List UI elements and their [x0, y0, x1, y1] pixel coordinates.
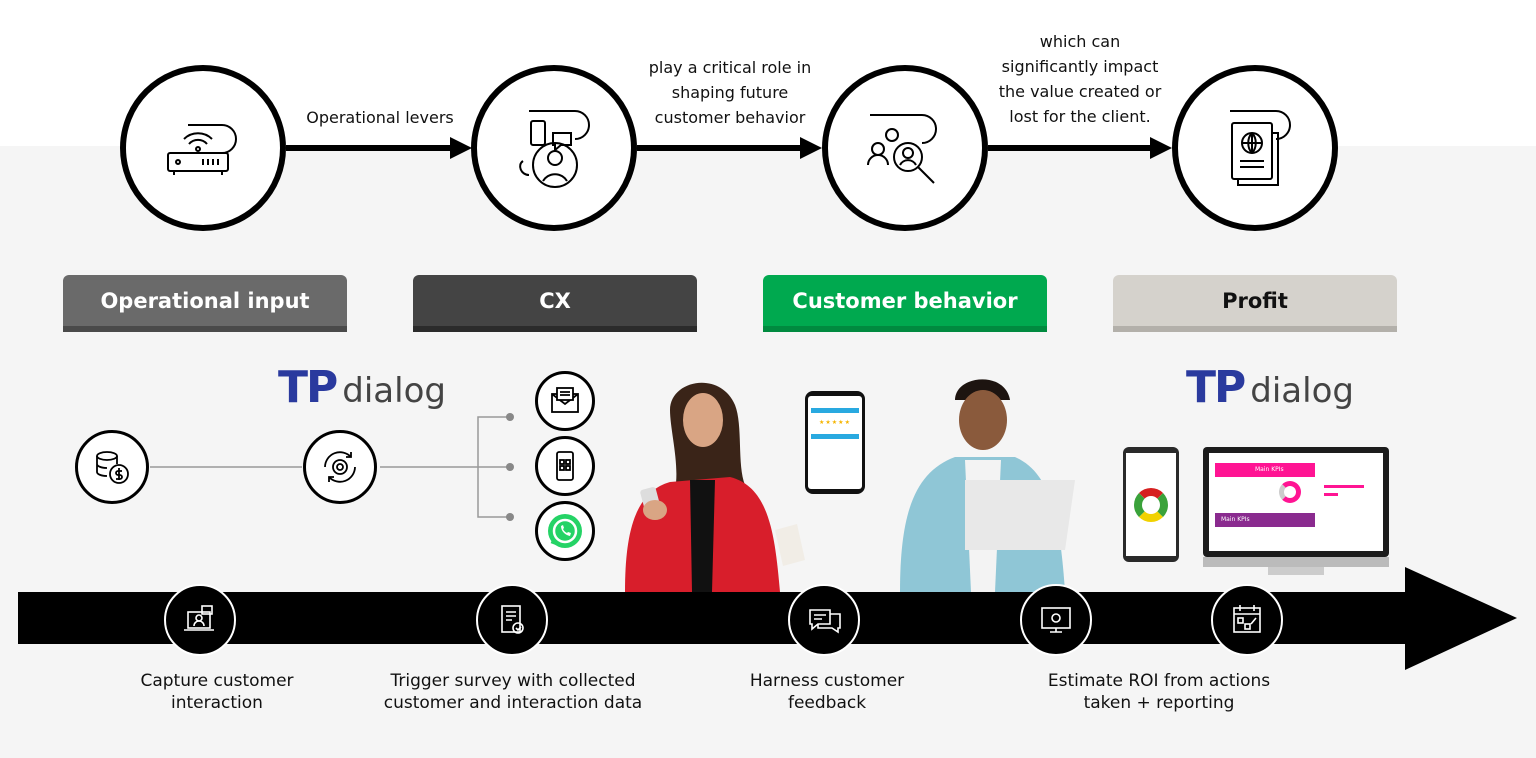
- stage-operational-input: Operational input: [63, 275, 347, 332]
- text-line: interaction: [171, 693, 263, 713]
- data-cost-icon-circle: [75, 430, 149, 504]
- customer-analysis-icon-circle: [822, 65, 988, 231]
- monitor-stand: [1268, 567, 1324, 575]
- logo-dialog: dialog: [1250, 371, 1354, 411]
- flow-arrows: [286, 137, 1172, 159]
- text-line: significantly impact: [1001, 57, 1159, 76]
- survey-document-icon: [476, 584, 548, 656]
- connector-label-2: play a critical role in shaping future cus…: [630, 55, 830, 130]
- woman-with-phone-photo: [625, 382, 805, 592]
- text-line: feedback: [787, 693, 867, 713]
- text-line: customer behavior: [654, 108, 806, 127]
- text-line: taken + reporting: [1083, 693, 1235, 713]
- customer-analysis-icon: [867, 114, 937, 184]
- automation-gear-icon-circle: [303, 430, 377, 504]
- gear-cycle-icon: [324, 451, 356, 483]
- reporting-calendar-icon: [1211, 584, 1283, 656]
- stage-customer-behavior: Customer behavior: [763, 275, 1047, 332]
- monitor-chin: [1203, 557, 1389, 567]
- timeline-arrow: [18, 567, 1517, 670]
- router-icon-circle: [120, 65, 286, 231]
- text-line: the value created or: [998, 82, 1162, 101]
- man-with-laptop-photo: [900, 379, 1075, 592]
- connector-label-1: Operational levers: [306, 108, 454, 127]
- text-line: shaping future: [671, 83, 789, 102]
- text-line: lost for the client.: [1009, 107, 1151, 126]
- mobile-dashboard-mockup: [1123, 447, 1179, 562]
- feedback-chat-icon: [788, 584, 860, 656]
- text-line: Trigger survey with collected: [390, 671, 636, 691]
- whatsapp-icon: [548, 514, 582, 548]
- donut-chart: [1279, 481, 1301, 503]
- donut-chart: [1134, 487, 1168, 522]
- passport-icon: [1230, 110, 1291, 186]
- text-line: which can: [1039, 32, 1121, 51]
- customer-service-icon: [519, 110, 590, 188]
- desktop-dashboard-mockup: Main KPIs Main KPIs: [1203, 447, 1389, 557]
- stage-profit: Profit: [1113, 275, 1397, 332]
- router-icon: [167, 124, 237, 175]
- logo-dialog: dialog: [342, 371, 446, 411]
- customer-service-icon-circle: [471, 65, 637, 231]
- mobile-qr-channel-icon-circle[interactable]: [535, 436, 595, 496]
- database-dollar-icon: [96, 451, 129, 484]
- roi-monitor-icon: [1020, 584, 1092, 656]
- stage-cx: CX: [413, 275, 697, 332]
- text-line: Estimate ROI from actions: [1047, 671, 1271, 691]
- whatsapp-channel-icon-circle[interactable]: [535, 501, 595, 561]
- email-channel-icon-circle[interactable]: [535, 371, 595, 431]
- text-line: customer and interaction data: [383, 693, 643, 713]
- kpi-banner: Main KPIs: [1215, 513, 1315, 527]
- mobile-qr-icon: [556, 451, 574, 481]
- rating-stars: ★★★★★: [819, 419, 851, 426]
- text-line: play a critical role in: [648, 58, 812, 77]
- text-line: Capture customer: [140, 671, 294, 691]
- capture-interaction-icon: [164, 584, 236, 656]
- text-line: Harness customer: [749, 671, 905, 691]
- connector-label-3: which can significantly impact the value c…: [980, 29, 1180, 129]
- logo-tp: TP: [1186, 362, 1246, 413]
- logo-tp: TP: [278, 362, 338, 413]
- kpi-banner: Main KPIs: [1215, 463, 1315, 477]
- email-icon: [551, 387, 579, 413]
- channel-connectors: [150, 413, 514, 521]
- survey-phone-mockup: ★★★★★: [805, 391, 865, 494]
- passport-icon-circle: [1172, 65, 1338, 231]
